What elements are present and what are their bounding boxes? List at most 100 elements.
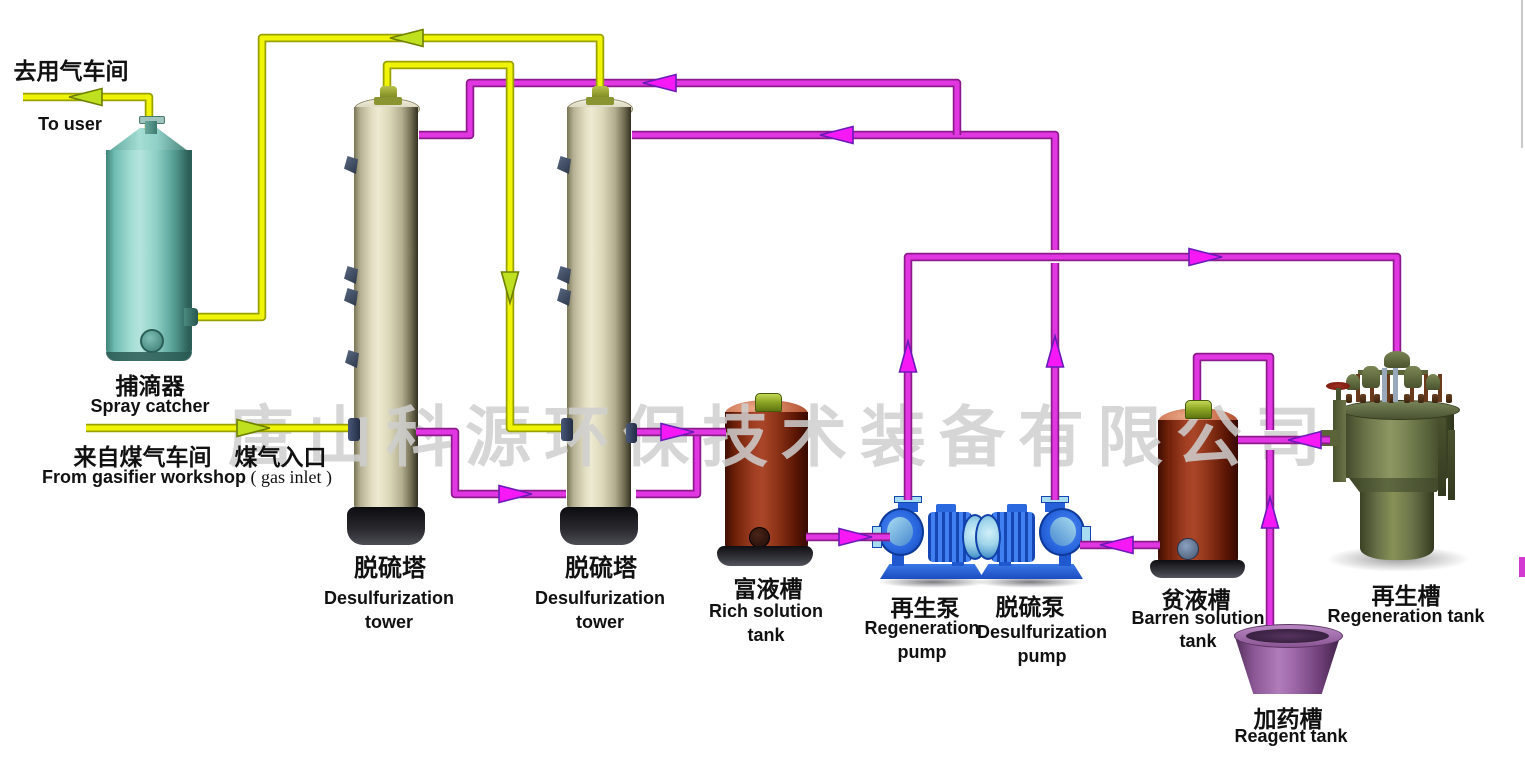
tower2-base [560, 507, 638, 545]
regen-tank-lid [1340, 400, 1460, 420]
label-rich-tank-en2: tank [747, 625, 785, 645]
tower1-base [347, 507, 425, 545]
label-gas-inlet-en: From gasifier workshop ( gas inlet ) [42, 467, 332, 488]
flow-arrow-to-tower1 [642, 73, 677, 93]
lid-bolt [1374, 394, 1380, 403]
flow-arrow-desulfpump-up [1045, 332, 1065, 368]
regeneration-pump [872, 496, 988, 588]
tower2-nozzle-2 [557, 266, 571, 284]
regen-tank-right-pipe [1448, 430, 1455, 500]
label-to-user-en: To user [38, 114, 102, 134]
lid-bolt [1418, 394, 1424, 403]
label-reagent-tank-en: Reagent tank [1234, 726, 1348, 746]
flow-arrow-reagent-up [1260, 493, 1280, 529]
pump-volute-face [887, 517, 913, 546]
spray-catcher-manhole [140, 329, 164, 353]
pump-volute-face [1050, 517, 1076, 546]
cyclone-pot [1362, 366, 1380, 388]
label-spray-catcher-en: Spray catcher [90, 396, 210, 416]
label-tower1-en2: tower [364, 612, 414, 632]
pump-shadow [878, 576, 988, 588]
flow-arrow-to-tower2 [819, 125, 854, 145]
label-regen-tank-zh: 再生槽 [1371, 583, 1441, 609]
label-tower2-en2: tower [575, 612, 625, 632]
tower1-nozzle-1 [344, 156, 358, 174]
flow-arrow-regenpump-up [898, 337, 918, 373]
pump-baseplate [880, 564, 984, 579]
barren-tank-cap [1185, 400, 1212, 419]
lid-bolt [1446, 394, 1452, 403]
tower1-cap-flange [374, 97, 402, 105]
spray-catcher-body [106, 150, 192, 361]
pump-foot [892, 554, 904, 566]
tower1-nozzle-3 [344, 288, 358, 306]
center-tube [1393, 368, 1398, 402]
regen-tank-right-pipe [1438, 418, 1446, 496]
pump-discharge-flange [894, 496, 922, 503]
cropped-edge-artifact [1521, 0, 1523, 148]
flow-arrow-rich-to-pump [838, 527, 873, 547]
desulfurization-pump [975, 496, 1091, 588]
tower2-gas-inlet-nozzle [561, 418, 573, 441]
regen-tank-lower-shell [1360, 488, 1434, 560]
cropped-pipe-artifact [1519, 557, 1525, 577]
label-desulf-pump-en2: pump [1017, 646, 1067, 666]
lid-bolt [1346, 394, 1352, 403]
spray-catcher-top-nozzle [145, 121, 157, 134]
label-barren-tank-en1: Barren solution [1131, 608, 1265, 628]
label-regen-tank-en: Regeneration tank [1327, 606, 1485, 626]
flow-arrow-barren-to-pump [1099, 535, 1134, 555]
pump-baseplate [979, 564, 1083, 579]
tower2-cap-flange [586, 97, 614, 105]
tower2-nozzle-3 [557, 288, 571, 306]
pump-discharge-flange [1041, 496, 1069, 503]
label-to-user-zh: 去用气车间 [13, 58, 129, 84]
spray-catcher-side-nozzle [184, 308, 198, 326]
lid-bolt [1432, 394, 1438, 403]
flow-arrow-to-user [68, 87, 103, 107]
flow-arrow-tower1-out [498, 484, 533, 504]
lid-bolt [1360, 394, 1366, 403]
label-regen-pump-zh: 再生泵 [890, 595, 960, 621]
tower2-nozzle-1 [557, 156, 571, 174]
pump-suction-flange [872, 526, 882, 548]
label-desulf-pump-zh: 脱硫泵 [995, 594, 1065, 620]
pump-motor-endcap [975, 514, 1001, 560]
rich-tank-manhole [749, 527, 770, 548]
regeneration-tank [1320, 348, 1480, 578]
flow-arrow-to-regentank [1188, 247, 1223, 267]
label-spray-catcher-zh: 捕滴器 [115, 373, 185, 399]
manifold-pipe [1438, 374, 1442, 402]
label-barren-tank-en2: tank [1179, 631, 1217, 651]
rich-tank-cap [755, 393, 782, 412]
label-gas-inlet-en-paren: ( gas inlet ) [250, 467, 332, 487]
label-tower1-en1: Desulfurization [323, 588, 455, 608]
flow-arrow-gas-down [500, 271, 520, 307]
center-tube [1382, 368, 1387, 402]
tower1-nozzle-4 [345, 350, 359, 368]
flow-arrow-gas-top [389, 28, 424, 48]
label-tower2-zh: 脱硫塔 [565, 555, 637, 582]
label-regen-pump-en1: Regeneration [864, 618, 980, 638]
spray-catcher-rim [106, 352, 192, 361]
label-tower1-zh: 脱硫塔 [354, 555, 426, 582]
label-desulf-pump-en1: Desulfurization [976, 622, 1108, 642]
label-barren-tank-zh: 贫液槽 [1161, 587, 1231, 613]
label-gas-inlet-en-main: From gasifier workshop [42, 467, 247, 487]
tower1-gas-inlet-nozzle [348, 418, 360, 441]
label-tower2-en1: Desulfurization [534, 588, 666, 608]
label-rich-tank-zh: 富液槽 [733, 576, 803, 602]
cyclone-pot [1404, 366, 1422, 388]
pipe-desulfpump-to-tower2-top [632, 130, 1060, 250]
barren-tank-base [1150, 560, 1245, 578]
pump-suction-flange [1081, 526, 1091, 548]
pipe-branch-to-tower1-top [419, 78, 962, 140]
label-regen-pump-en2: pump [897, 642, 947, 662]
rich-tank-base [717, 546, 813, 566]
bowl-opening [1246, 629, 1329, 643]
regen-tank-top-dome [1384, 351, 1410, 368]
tower1-nozzle-2 [344, 266, 358, 284]
side-dome [1426, 374, 1440, 390]
label-gas-inlet-zh: 来自煤气车间 煤气入口 [73, 444, 327, 470]
